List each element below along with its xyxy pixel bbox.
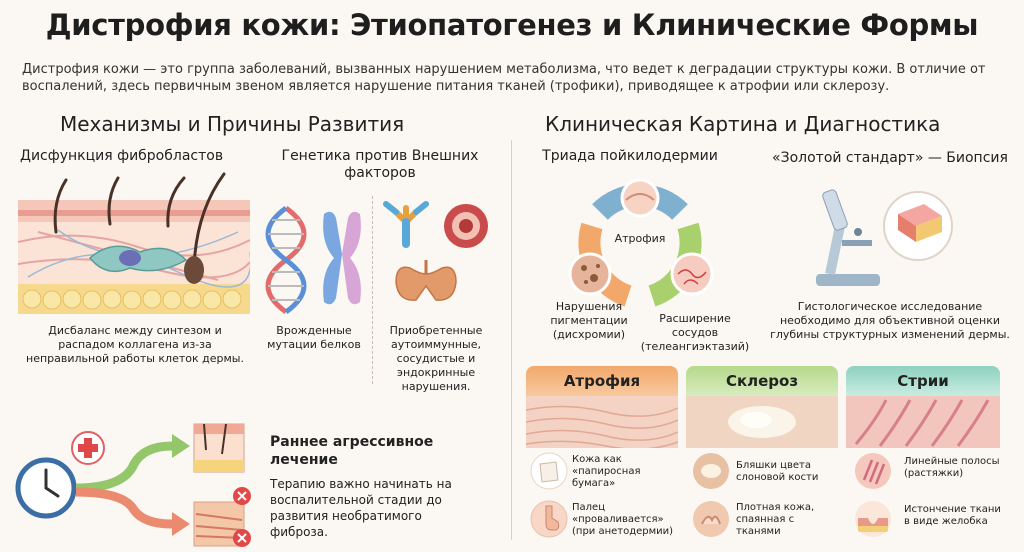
x-mark-icon: [233, 487, 251, 547]
acquired-factors-illustration: [383, 201, 488, 301]
striae-texture: [846, 396, 1000, 448]
thyroid-icon: [395, 260, 457, 301]
linear-stripes-icon: [855, 453, 891, 489]
atrophy-skin-icon: [620, 178, 660, 218]
triad-diagram: [568, 178, 714, 307]
basal-layer: [18, 210, 250, 216]
treatment-title: Раннее агрессивное лечение: [270, 434, 434, 468]
hair-follicle: [184, 256, 204, 284]
form-sclerosis: Склероз: [686, 366, 838, 452]
triad-pigment-label: Нарушения пигментации (дисхромии): [550, 300, 628, 341]
striae-sign-2: Истончение ткани в виде желобка: [904, 504, 1001, 527]
atrophy-sign-1: Кожа как «папиросная бумага»: [572, 454, 641, 489]
treatment-text: Терапию важно начинать на воспалительной…: [270, 477, 452, 539]
fibroblast-nucleus: [119, 250, 141, 266]
biopsy-text: Гистологическое исследование необходимо …: [770, 300, 1010, 341]
triad-vessels-label: Расширение сосудов (телеангиэктазий): [640, 312, 750, 353]
success-arrow: [75, 441, 173, 493]
fibro-title: Дисфункция фибробластов: [20, 148, 224, 164]
microscope-icon: [816, 189, 880, 286]
atrophy-sign-2: Палец «проваливается» (при анетодермии): [572, 502, 674, 537]
clock-icon: [15, 457, 77, 519]
groove-thinning-icon: [855, 501, 891, 537]
skin-fibroblast-illustration: [18, 172, 250, 314]
medical-cross-icon: [71, 431, 105, 465]
microscope-illustration: [816, 189, 953, 286]
biopsy-title: «Золотой стандарт» — Биопсия: [772, 150, 1008, 166]
form-striae: Стрии: [846, 366, 1000, 452]
form-atrophy: Атрофия: [525, 366, 679, 452]
right-heading: Клиническая Картина и Диагностика: [545, 112, 941, 136]
tissue-sample-icon: [883, 191, 953, 261]
sclerosis-texture: [686, 396, 838, 448]
sclerosis-sign-2: Плотная кожа, спаянная с тканями: [736, 502, 815, 537]
ivory-plaque-icon: [693, 453, 729, 489]
genetics-title: Генетика против Внешних факторов: [281, 148, 479, 181]
form-atrophy-title: Атрофия: [526, 366, 678, 396]
dna-chromosome-illustration: [265, 205, 361, 315]
genetics-divider: [372, 196, 373, 384]
pigmentation-skin-icon: [568, 252, 612, 296]
healthy-skin-block: [193, 423, 245, 473]
fat-cells: [22, 289, 242, 310]
triad-center-label: Атрофия: [614, 232, 666, 245]
dna-helix-icon: [265, 205, 307, 315]
form-striae-title: Стрии: [846, 366, 1000, 396]
paper-skin-icon: [530, 452, 568, 490]
sclerosis-sign-1: Бляшки цвета слоновой кости: [736, 460, 819, 483]
hair-shafts: [53, 172, 226, 270]
dense-skin-icon: [693, 501, 729, 537]
left-heading: Механизмы и Причины Развития: [60, 112, 405, 136]
early-treatment-illustration: [15, 423, 251, 547]
triad-title: Триада пойкилодермии: [542, 148, 718, 164]
form-sclerosis-title: Склероз: [686, 366, 838, 396]
finger-press-icon: [530, 500, 568, 538]
blood-vessel-icon: [444, 204, 488, 248]
striae-sign-1: Линейные полосы (растяжки): [904, 456, 1000, 479]
chromosome-icon: [323, 211, 361, 305]
failure-arrow: [75, 487, 173, 529]
genetics-innate: Врожденные мутации белков: [267, 324, 361, 351]
fibro-caption: Дисбаланс между синтезом и распадом колл…: [26, 324, 244, 365]
antibody-icon: [383, 201, 429, 248]
intro-text: Дистрофия кожи — это группа заболеваний,…: [22, 62, 986, 94]
column-divider: [511, 140, 512, 540]
atrophy-texture: [525, 396, 679, 450]
page-title: Дистрофия кожи: Этиопатогенез и Клиничес…: [45, 8, 979, 42]
genetics-acquired: Приобретенные аутоиммунные, сосудистые и…: [389, 324, 483, 393]
